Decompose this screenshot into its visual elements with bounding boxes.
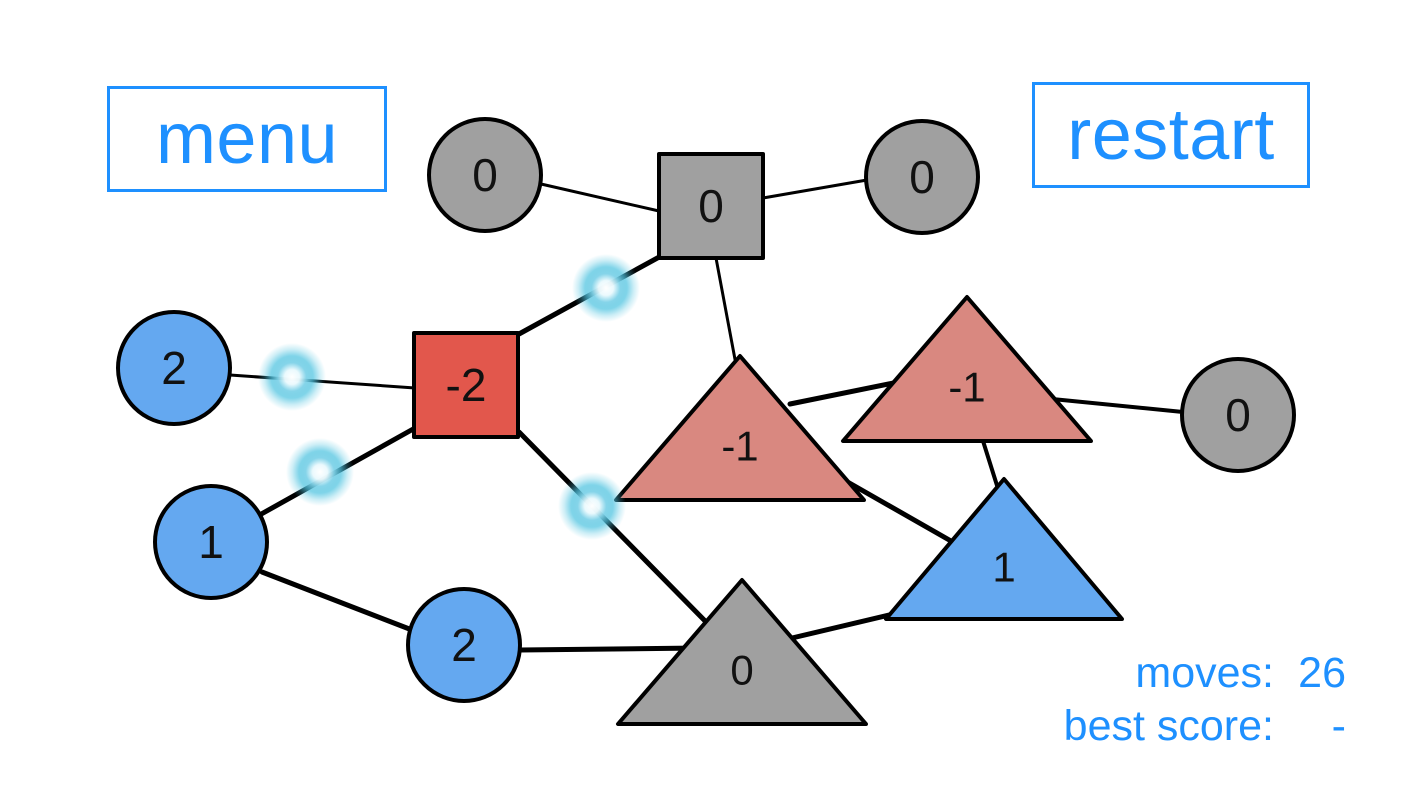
graph-node-square[interactable]: 0 — [657, 152, 765, 260]
node-body[interactable] — [864, 119, 980, 235]
node-body[interactable] — [616, 578, 868, 726]
edge-highlight-glow-icon[interactable] — [258, 343, 326, 411]
graph-node-circle[interactable]: 1 — [153, 484, 269, 600]
node-body[interactable] — [412, 331, 520, 439]
edge-highlight-glow-icon[interactable] — [572, 254, 640, 322]
graph-node-circle[interactable]: 2 — [116, 310, 232, 426]
moves-label: moves: — [1135, 649, 1274, 698]
edge-highlight-glow-icon[interactable] — [286, 438, 354, 506]
menu-button-label: menu — [155, 99, 339, 179]
graph-edge[interactable] — [259, 569, 415, 633]
node-body[interactable] — [884, 477, 1124, 621]
graph-edge[interactable] — [517, 645, 703, 653]
moves-row: moves: 26 — [1064, 647, 1346, 699]
restart-button[interactable]: restart — [1032, 82, 1310, 188]
graph-node-circle[interactable]: 2 — [406, 587, 522, 703]
node-body[interactable] — [657, 152, 765, 260]
menu-button[interactable]: menu — [107, 86, 387, 192]
graph-node-triangle[interactable]: -1 — [841, 295, 1093, 443]
graph-node-circle[interactable]: 0 — [427, 117, 543, 233]
graph-node-square[interactable]: -2 — [412, 331, 520, 439]
graph-edge[interactable] — [539, 182, 661, 213]
node-body[interactable] — [841, 295, 1093, 443]
node-body[interactable] — [1180, 357, 1296, 473]
graph-edge[interactable] — [761, 178, 869, 200]
node-body[interactable] — [116, 310, 232, 426]
best-score-value: - — [1331, 701, 1346, 750]
graph-node-circle[interactable]: 0 — [864, 119, 980, 235]
node-body[interactable] — [153, 484, 269, 600]
edge-highlights-layer[interactable] — [258, 254, 640, 540]
node-body[interactable] — [614, 354, 866, 502]
stats-panel: moves: 26 best score: - — [1064, 647, 1346, 752]
graph-node-circle[interactable]: 0 — [1180, 357, 1296, 473]
graph-node-triangle[interactable]: 0 — [616, 578, 868, 726]
moves-value: 26 — [1298, 649, 1346, 698]
best-score-label: best score: — [1063, 701, 1274, 750]
graph-node-triangle[interactable]: -1 — [614, 354, 866, 502]
node-body[interactable] — [406, 587, 522, 703]
node-body[interactable] — [427, 117, 543, 233]
best-score-row: best score: - — [1064, 700, 1346, 752]
edge-highlight-glow-icon[interactable] — [558, 472, 626, 540]
restart-button-label: restart — [1067, 95, 1275, 175]
graph-node-triangle[interactable]: 1 — [884, 477, 1124, 621]
